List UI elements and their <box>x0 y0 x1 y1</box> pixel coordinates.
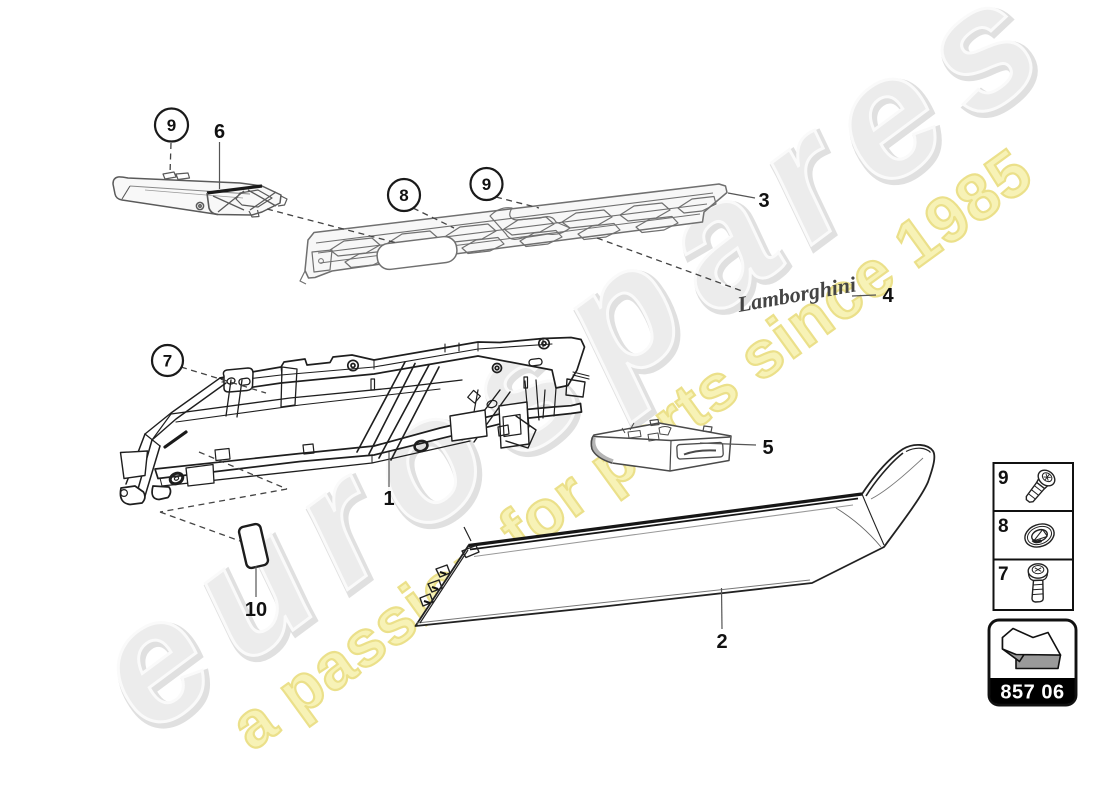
svg-text:6: 6 <box>214 121 225 143</box>
svg-text:857 06: 857 06 <box>1000 682 1064 704</box>
svg-text:9: 9 <box>998 468 1009 489</box>
svg-text:1: 1 <box>383 488 394 510</box>
svg-text:8: 8 <box>399 186 408 205</box>
svg-text:2: 2 <box>716 631 727 653</box>
svg-text:9: 9 <box>167 116 176 135</box>
svg-text:10: 10 <box>245 599 267 621</box>
svg-text:5: 5 <box>762 437 773 459</box>
svg-text:7: 7 <box>163 352 172 371</box>
svg-text:3: 3 <box>758 190 769 212</box>
svg-text:9: 9 <box>482 175 491 194</box>
svg-text:8: 8 <box>998 516 1009 537</box>
svg-text:7: 7 <box>998 564 1009 585</box>
svg-text:4: 4 <box>882 285 894 307</box>
